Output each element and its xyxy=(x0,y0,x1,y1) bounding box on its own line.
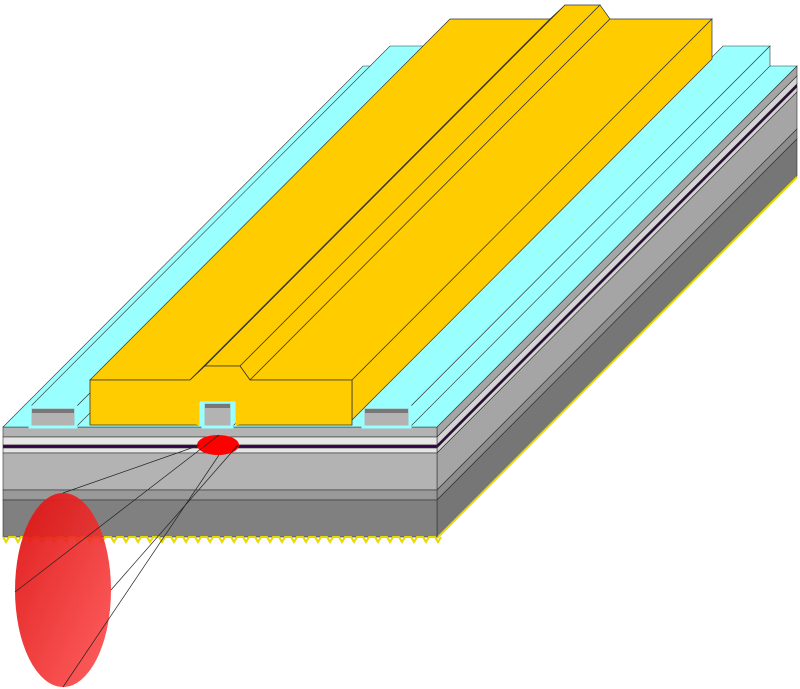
ridge-front xyxy=(201,400,234,429)
near-field-spot xyxy=(197,435,239,455)
beam-divergence-line xyxy=(62,444,201,494)
laser-beam xyxy=(14,434,239,688)
right-mesa-contact-layer xyxy=(365,409,408,413)
beam-divergence-line xyxy=(110,444,239,591)
beam-divergence-line xyxy=(14,434,220,593)
left-mesa-contact-layer xyxy=(32,409,74,413)
ridge-contact-outline xyxy=(196,398,239,425)
bottom-contact-edge xyxy=(436,176,798,539)
beam-divergence-line xyxy=(62,454,220,688)
chip-side-face xyxy=(436,65,798,539)
ridge-contact-layer xyxy=(205,404,230,408)
metal-contact xyxy=(89,4,713,426)
far-field-spot xyxy=(15,493,111,687)
lower-cladding-layer xyxy=(2,452,438,491)
